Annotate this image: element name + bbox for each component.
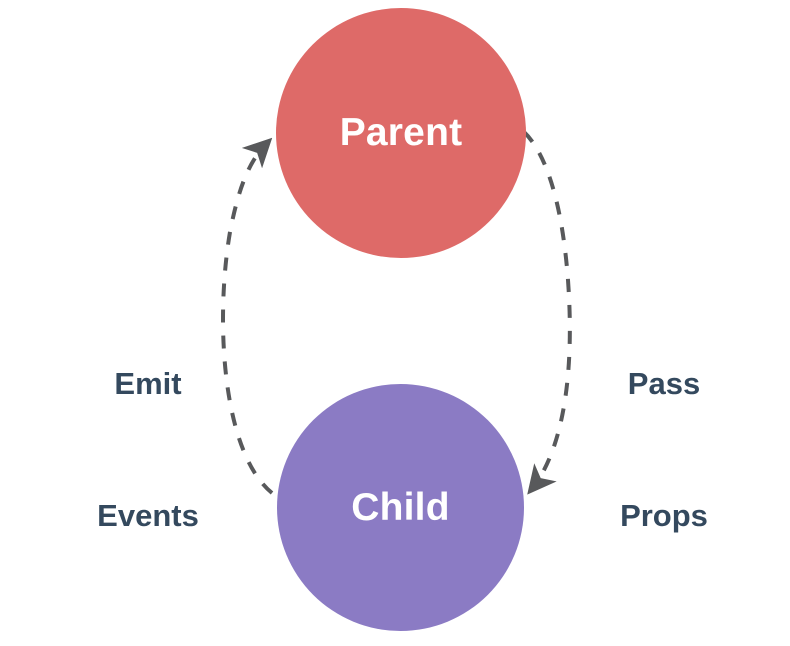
node-parent-label: Parent bbox=[339, 110, 463, 154]
edge-label-emit-events-line2: Events bbox=[97, 498, 199, 533]
edge-label-emit-events: Emit Events bbox=[40, 274, 256, 626]
edge-path-pass-props bbox=[522, 130, 572, 495]
node-child-label: Child bbox=[351, 486, 450, 529]
node-parent[interactable]: Parent bbox=[276, 8, 526, 258]
edge-label-emit-events-line1: Emit bbox=[114, 366, 182, 401]
edge-path-emit-events bbox=[221, 137, 274, 495]
edge-label-pass-props-line1: Pass bbox=[627, 366, 701, 401]
edge-label-pass-props-line2: Props bbox=[620, 498, 708, 533]
edge-label-pass-props: Pass Props bbox=[556, 274, 772, 626]
node-child[interactable]: Child bbox=[277, 384, 524, 631]
